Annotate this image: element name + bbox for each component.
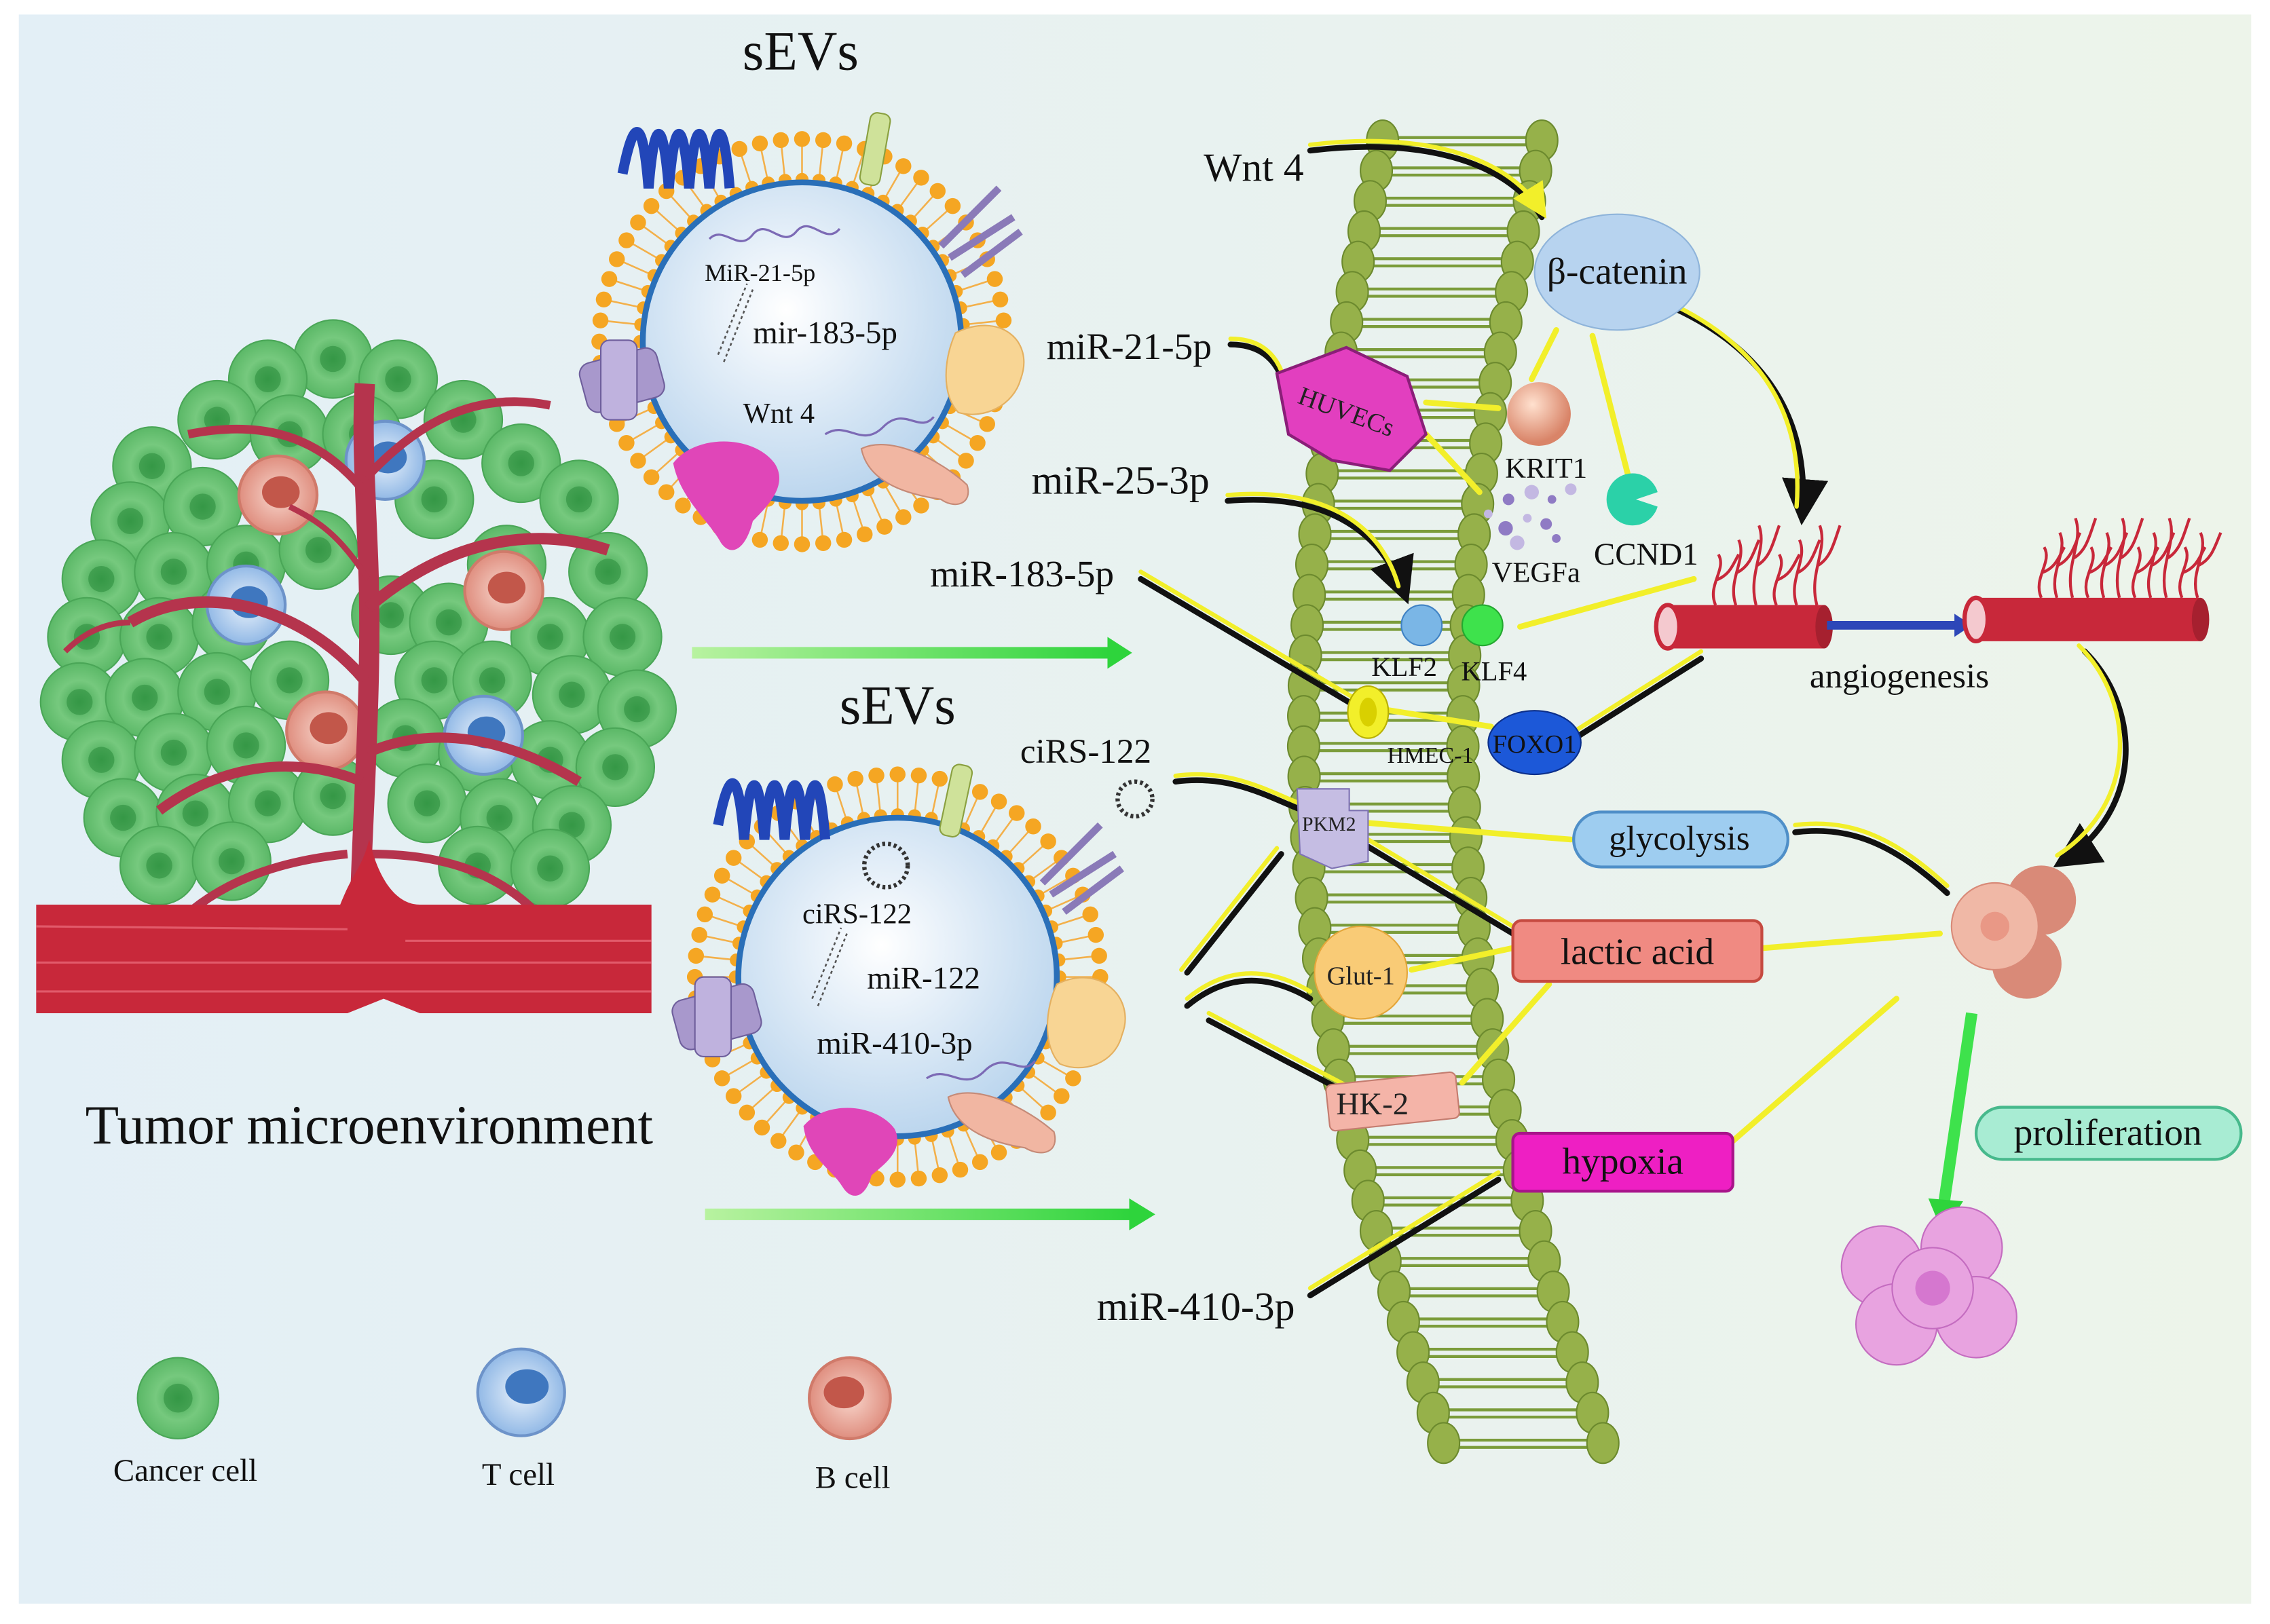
ligand-protein-icon — [945, 324, 1025, 415]
angiogenesis-vessel-left — [1654, 525, 1842, 651]
antibody-receptor-icon — [1039, 822, 1125, 915]
cancer-cell-icon — [191, 821, 272, 901]
pathway-lines — [1138, 138, 2129, 1299]
cancer-cell-icon — [119, 825, 200, 906]
transfer-arrow-top — [692, 637, 1132, 669]
integrin-icon — [860, 444, 969, 506]
legend-b-cell-icon — [808, 1356, 892, 1441]
svg-text:proliferation: proliferation — [2014, 1112, 2202, 1153]
legend-b-cell-label: B cell — [815, 1460, 891, 1495]
svg-text:β-catenin: β-catenin — [1547, 250, 1688, 292]
membrane-receptor-icon — [617, 127, 735, 189]
proliferating-cells-icon — [1840, 1206, 2017, 1366]
cancer-cell-icon — [510, 829, 591, 909]
tumor-microenvironment-title: Tumor microenvironment — [86, 1095, 654, 1156]
legend-cancer-cell-icon — [136, 1357, 220, 1440]
circrna-icon — [861, 842, 910, 890]
blood-vessel-base — [36, 839, 652, 1013]
legend: Cancer cell T cell B cell — [113, 1347, 892, 1495]
angiogenesis-vessel-right — [1962, 517, 2222, 644]
svg-text:glycolysis: glycolysis — [1609, 819, 1750, 858]
sevs-label-top: sEVs — [743, 20, 859, 81]
cancer-cell-icon — [177, 379, 257, 460]
sevs-label-bottom: sEVs — [840, 675, 956, 736]
vesicle-top-cargo-1: MiR-21-5p — [705, 259, 815, 286]
pkm2-node: PKM2 — [1296, 788, 1369, 869]
beta-catenin-node: β-catenin — [1533, 213, 1700, 331]
membrane-receptor-icon — [713, 778, 831, 840]
svg-text:KLF2: KLF2 — [1371, 652, 1437, 682]
angiogenesis-label: angiogenesis — [1810, 657, 1989, 696]
svg-text:KRIT1: KRIT1 — [1505, 453, 1587, 485]
tetraspanin-icon — [673, 441, 780, 550]
tumor-tree — [36, 319, 677, 1013]
integrin-icon — [947, 1092, 1056, 1154]
circrna-icon — [1115, 779, 1155, 819]
transporter-protein-icon — [578, 339, 665, 421]
svg-text:hypoxia: hypoxia — [1562, 1141, 1683, 1182]
transporter-protein-icon — [671, 976, 762, 1057]
cancer-cell-icon — [278, 510, 358, 590]
tetraspanin-icon — [803, 1108, 897, 1196]
glut1-node: Glut-1 — [1314, 925, 1409, 1020]
glycolysis-box: glycolysis — [1572, 810, 1789, 869]
input-cirs-122: ciRS-122 — [1020, 732, 1151, 771]
channel-protein-icon — [939, 763, 973, 838]
svg-text:Glut-1: Glut-1 — [1327, 962, 1395, 990]
b-cell-icon — [285, 690, 367, 772]
vegfa-node: VEGFa — [1483, 483, 1580, 588]
legend-t-cell-icon — [476, 1347, 566, 1437]
svg-text:HK-2: HK-2 — [1336, 1087, 1409, 1122]
input-mir-25-3p: miR-25-3p — [1032, 457, 1210, 502]
transfer-arrow-bottom — [705, 1198, 1155, 1230]
ligand-protein-icon — [1046, 977, 1126, 1069]
ccnd1-node: CCND1 — [1594, 473, 1698, 572]
legend-t-cell-label: T cell — [482, 1457, 555, 1492]
vesicle-top: MiR-21-5p mir-183-5p Wnt 4 — [578, 112, 1025, 552]
b-cell-icon — [463, 550, 544, 631]
legend-cancer-label: Cancer cell — [113, 1453, 257, 1488]
svg-text:KLF4: KLF4 — [1461, 656, 1527, 686]
svg-text:PKM2: PKM2 — [1302, 813, 1356, 835]
cancer-cell-icon — [227, 763, 308, 844]
vesicle-bottom-cargo-2: miR-122 — [867, 961, 980, 996]
krit1-node: KRIT1 — [1505, 382, 1587, 485]
antibody-receptor-icon — [938, 185, 1023, 278]
klf4-node: KLF4 — [1461, 604, 1527, 686]
vesicle-top-cargo-3: Wnt 4 — [743, 398, 815, 430]
vesicle-bottom-cargo-1: ciRS-122 — [802, 899, 912, 930]
foxo1-node: FOXO1 — [1487, 710, 1582, 776]
hypoxia-box: hypoxia — [1511, 1131, 1734, 1193]
input-mir-183-5p: miR-183-5p — [930, 553, 1114, 594]
input-mir-410-3p: miR-410-3p — [1097, 1284, 1295, 1329]
channel-protein-icon — [859, 112, 891, 187]
cancer-cell-icon — [575, 727, 656, 808]
b-cell-icon — [237, 454, 319, 536]
input-mir-21-5p: miR-21-5p — [1047, 326, 1212, 367]
lactic-acid-box: lactic acid — [1511, 919, 1764, 983]
proliferation-box: proliferation — [1974, 1106, 2243, 1161]
klf2-node: KLF2 — [1371, 604, 1443, 682]
svg-text:FOXO1: FOXO1 — [1493, 730, 1577, 759]
vesicle-bottom-cargo-3: miR-410-3p — [817, 1026, 972, 1061]
cancer-cell-icon — [387, 763, 467, 844]
vesicle-top-cargo-2: mir-183-5p — [753, 316, 897, 351]
svg-text:VEGFa: VEGFa — [1492, 556, 1580, 588]
cancer-cell-icon — [481, 423, 561, 504]
tumor-cell-cluster-icon — [1950, 865, 2077, 999]
input-wnt4: Wnt 4 — [1204, 145, 1304, 190]
cancer-cell-icon — [539, 459, 619, 540]
svg-text:HMEC-1: HMEC-1 — [1388, 743, 1474, 768]
hk2-node: HK-2 — [1325, 1071, 1460, 1132]
svg-text:CCND1: CCND1 — [1594, 537, 1698, 572]
hmec1-node: HMEC-1 — [1347, 685, 1474, 768]
svg-text:lactic acid: lactic acid — [1561, 930, 1714, 972]
huvecs-node: HUVECs — [1275, 345, 1428, 472]
vesicle-bottom: ciRS-122 miR-122 miR-410-3p — [671, 763, 1126, 1196]
cancer-cell-icon — [162, 466, 243, 547]
